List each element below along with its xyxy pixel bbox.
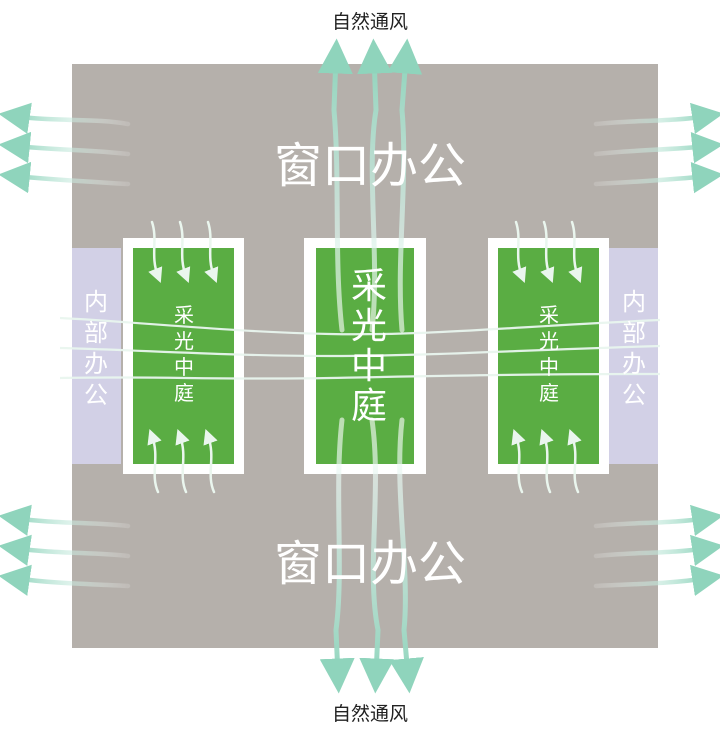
courtyard-label-left-char: 光 <box>174 329 194 353</box>
inner-office-label-left-char: 公 <box>84 381 108 409</box>
inner-office-label-right-char: 办 <box>622 350 646 378</box>
airflow-up-arrows <box>317 38 423 333</box>
window-office-label-top: 窗口办公 <box>274 138 466 194</box>
inner-office-label-left-char: 办 <box>84 350 108 378</box>
inner-office-label-left-char: 内 <box>84 288 108 316</box>
airflow-right-bottom-arrows <box>593 504 720 597</box>
courtyard-label-center-char: 庭 <box>351 386 387 427</box>
cross-airflow-lines <box>59 316 661 380</box>
inner-office-left <box>72 248 121 464</box>
airflow-left-bottom-arrows <box>0 504 131 596</box>
inner-office-label-left-char: 部 <box>84 319 108 347</box>
courtyard-label-center-char: 采 <box>351 266 387 307</box>
airflow-down-arrows <box>319 417 424 694</box>
courtyard-label-right-char: 中 <box>539 355 559 379</box>
courtyard-left <box>133 248 234 464</box>
courtyard-label-right-char: 庭 <box>539 381 559 405</box>
courtyard-label-center-char: 中 <box>351 346 387 387</box>
courtyard-label-left-char: 中 <box>174 355 194 379</box>
courtyard-label-left-char: 采 <box>174 303 194 327</box>
courtyard-left-small-arrows <box>147 220 219 494</box>
airflow-right-top-arrows <box>593 102 720 194</box>
courtyard-right <box>498 248 599 464</box>
courtyard-label-left-char: 庭 <box>174 381 194 405</box>
courtyard-right-small-arrows <box>511 220 583 494</box>
inner-office-label-right-char: 部 <box>622 319 646 347</box>
courtyard-label-center-char: 光 <box>351 306 387 347</box>
courtyard-label-right-char: 采 <box>539 303 559 327</box>
inner-office-label-right-char: 公 <box>622 381 646 409</box>
airflow-left-top-arrows <box>0 102 131 194</box>
ventilation-label-bottom: 自然通风 <box>332 703 408 725</box>
window-office-label-bottom: 窗口办公 <box>274 536 466 592</box>
inner-office-label-right-char: 内 <box>622 288 646 316</box>
inner-office-right <box>609 248 658 464</box>
courtyard-label-right-char: 光 <box>539 329 559 353</box>
ventilation-label-top: 自然通风 <box>332 11 408 33</box>
